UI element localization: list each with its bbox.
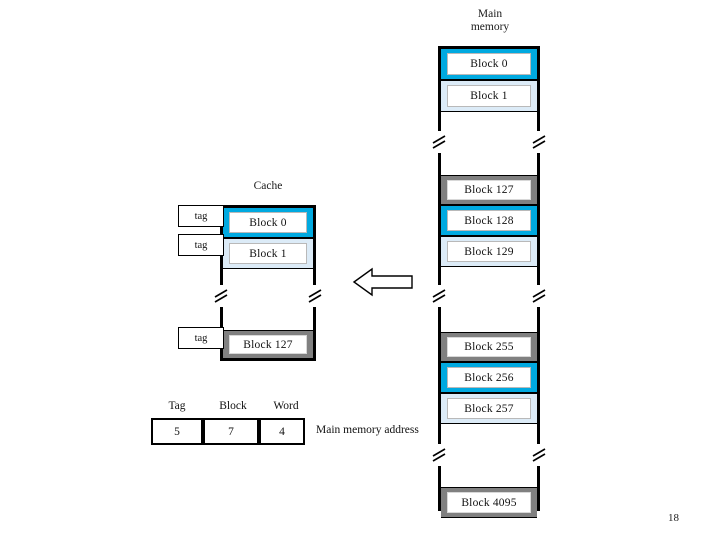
memory-block-129-label: Block 129 <box>447 241 531 262</box>
cache-block-1-label: Block 1 <box>229 243 307 264</box>
memory-block-129: Block 129 <box>441 236 537 267</box>
memory-block-4095-label: Block 4095 <box>447 492 531 513</box>
memory-block-128: Block 128 <box>441 205 537 236</box>
address-field-header-tag: Tag <box>168 400 186 412</box>
memory-block-255: Block 255 <box>441 332 537 362</box>
memory-block-1: Block 1 <box>441 80 537 112</box>
memory-block-255-label: Block 255 <box>447 337 531 357</box>
mapping-arrow-icon <box>352 267 413 297</box>
memory-block-127: Block 127 <box>441 175 537 205</box>
cache-title: Cache <box>253 180 283 192</box>
cache-block-0: Block 0 <box>223 207 313 238</box>
memory-block-1-label: Block 1 <box>447 85 531 107</box>
memory-block-127-label: Block 127 <box>447 180 531 200</box>
memory-block-257: Block 257 <box>441 393 537 424</box>
address-field-block-bits: 7 <box>203 418 259 445</box>
cache-tag-box-0: tag <box>178 205 224 227</box>
main-memory-title: Main memory <box>470 8 510 33</box>
cache-tag-box-1: tag <box>178 234 224 256</box>
cache-tag-box-127: tag <box>178 327 224 349</box>
address-field-word-bits: 4 <box>259 418 305 445</box>
memory-block-256-label: Block 256 <box>447 367 531 388</box>
cache-block-0-label: Block 0 <box>229 212 307 233</box>
cache-block-127: Block 127 <box>223 330 313 359</box>
memory-block-4095: Block 4095 <box>441 487 537 518</box>
address-caption: Main memory address <box>316 424 419 436</box>
memory-block-0-label: Block 0 <box>447 53 531 75</box>
memory-block-0: Block 0 <box>441 48 537 80</box>
cache-block-1: Block 1 <box>223 238 313 269</box>
cache-block-127-label: Block 127 <box>229 335 307 354</box>
memory-block-257-label: Block 257 <box>447 398 531 419</box>
address-field-header-word: Word <box>273 400 299 412</box>
address-field-tag-bits: 5 <box>151 418 203 445</box>
memory-block-128-label: Block 128 <box>447 210 531 231</box>
memory-block-256: Block 256 <box>441 362 537 393</box>
address-field-header-block: Block <box>219 400 247 412</box>
page-number: 18 <box>668 512 679 524</box>
